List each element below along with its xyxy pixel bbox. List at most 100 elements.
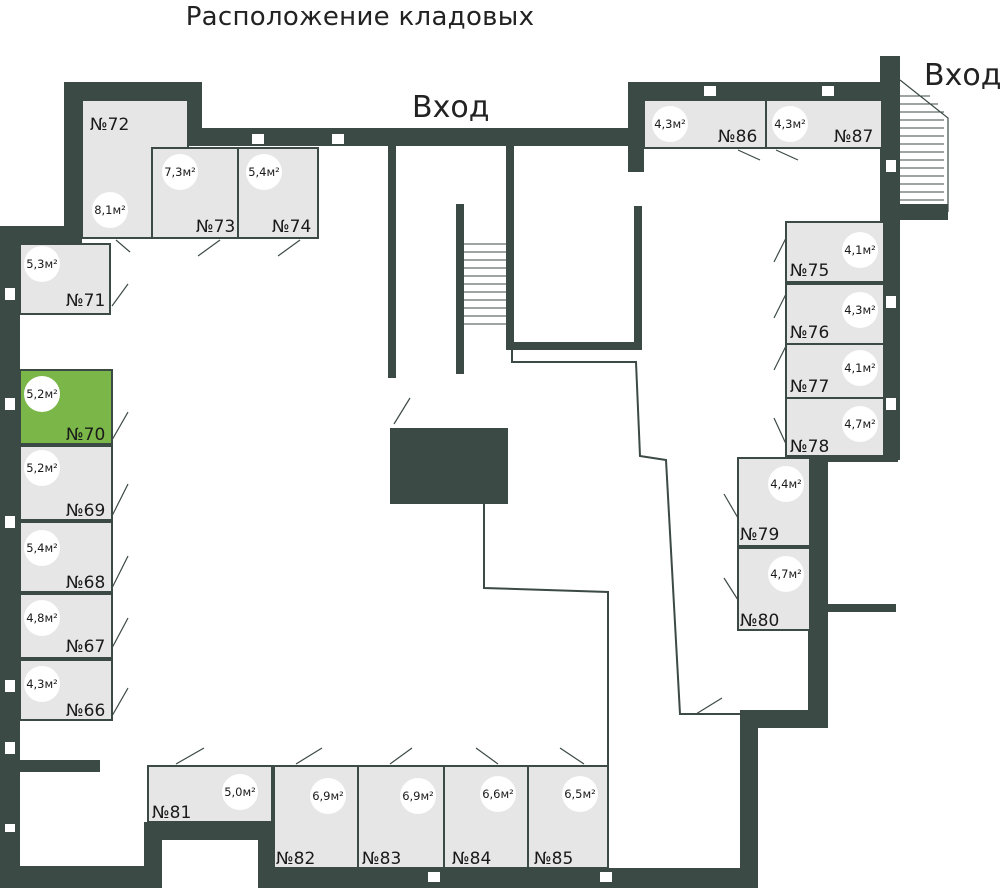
area-badge (768, 556, 804, 592)
wall (388, 146, 396, 378)
storage-room-80[interactable]: 4,7м² №80 (723, 547, 811, 631)
wall (186, 128, 632, 146)
opening (252, 134, 264, 144)
door-swing (111, 617, 129, 649)
wall (634, 206, 642, 350)
door-swing (773, 417, 787, 445)
area-badge (222, 774, 258, 810)
page-title: Расположение кладовых (185, 2, 535, 32)
room-number-label: №80 (740, 611, 779, 631)
wall (456, 204, 464, 374)
room-number-label: №74 (272, 217, 311, 237)
room-area-label: 5,2м² (26, 461, 58, 475)
storage-rooms: 8,1м²№727,3м²№735,4м²№745,3м²№715,2м²№70… (19, 99, 885, 869)
opening (886, 398, 896, 410)
room-number-label: №71 (66, 291, 105, 311)
room-area-label: 5,0м² (224, 785, 256, 799)
room-number-label: №79 (740, 525, 779, 545)
area-badge (652, 106, 688, 142)
door-swing (775, 149, 799, 161)
door-swing (111, 555, 129, 589)
area-badge (842, 292, 878, 328)
wall (506, 342, 642, 350)
door-swing (475, 747, 499, 765)
area-badge (162, 154, 198, 190)
area-badge (480, 776, 516, 812)
wall (828, 604, 896, 612)
side-entrance-stairs (899, 79, 949, 212)
door-swing (773, 293, 787, 319)
room-area-label: 5,4м² (26, 541, 58, 555)
storage-room-66[interactable]: 4,3м² №66 (19, 659, 129, 721)
room-number-label: №86 (718, 127, 757, 147)
room-area-label: 5,3м² (26, 257, 58, 271)
room-area-label: 4,4м² (770, 477, 802, 491)
room-number-label: №68 (66, 573, 105, 593)
area-badge (24, 530, 60, 566)
room-area-label: 4,1м² (844, 243, 876, 257)
wall (64, 82, 202, 100)
opening (332, 134, 344, 144)
storage-room-68[interactable]: 5,4м² №68 (19, 521, 129, 593)
wall (506, 146, 514, 350)
wall (808, 444, 828, 726)
room-number-label: №66 (66, 701, 105, 721)
area-badge (24, 376, 60, 412)
central-stairs (464, 243, 506, 325)
opening (428, 872, 440, 882)
area-badge (842, 350, 878, 386)
storage-room-79[interactable]: 4,4м² №79 (723, 457, 811, 547)
opening (822, 86, 834, 96)
wall (740, 710, 758, 888)
area-badge (768, 466, 804, 502)
opening (5, 742, 15, 754)
door-swing (111, 283, 129, 307)
room-number-label: №85 (534, 849, 573, 869)
area-badge (24, 666, 60, 702)
room-number-label: №77 (790, 377, 829, 397)
wall (0, 866, 162, 888)
area-badge (772, 106, 808, 142)
storage-room-81[interactable]: 5,0м² №81 (147, 747, 273, 823)
wall (0, 226, 82, 244)
wall (740, 710, 828, 728)
room-area-label: 4,1м² (844, 361, 876, 375)
area-badge (842, 406, 878, 442)
area-badge (400, 778, 436, 814)
door-swing (175, 747, 205, 765)
area-badge (246, 154, 282, 190)
room-area-label: 8,1м² (94, 203, 126, 217)
opening (5, 516, 15, 528)
room-number-label: №84 (452, 849, 491, 869)
opening (5, 398, 15, 410)
wall (0, 228, 20, 888)
room-number-label: №81 (152, 803, 191, 823)
storage-room-71[interactable]: 5,3м² №71 (19, 243, 129, 315)
door-swing (773, 237, 787, 263)
area-badge (24, 450, 60, 486)
wall-openings (5, 86, 896, 882)
room-area-label: 6,9м² (312, 789, 344, 803)
wall (20, 760, 100, 772)
wall (144, 822, 274, 840)
door-swing (197, 239, 221, 257)
room-area-label: 4,7м² (770, 567, 802, 581)
room-area-label: 4,3м² (26, 677, 58, 691)
opening (5, 680, 15, 692)
storage-room-77[interactable]: 4,1м² №77 (773, 343, 885, 399)
